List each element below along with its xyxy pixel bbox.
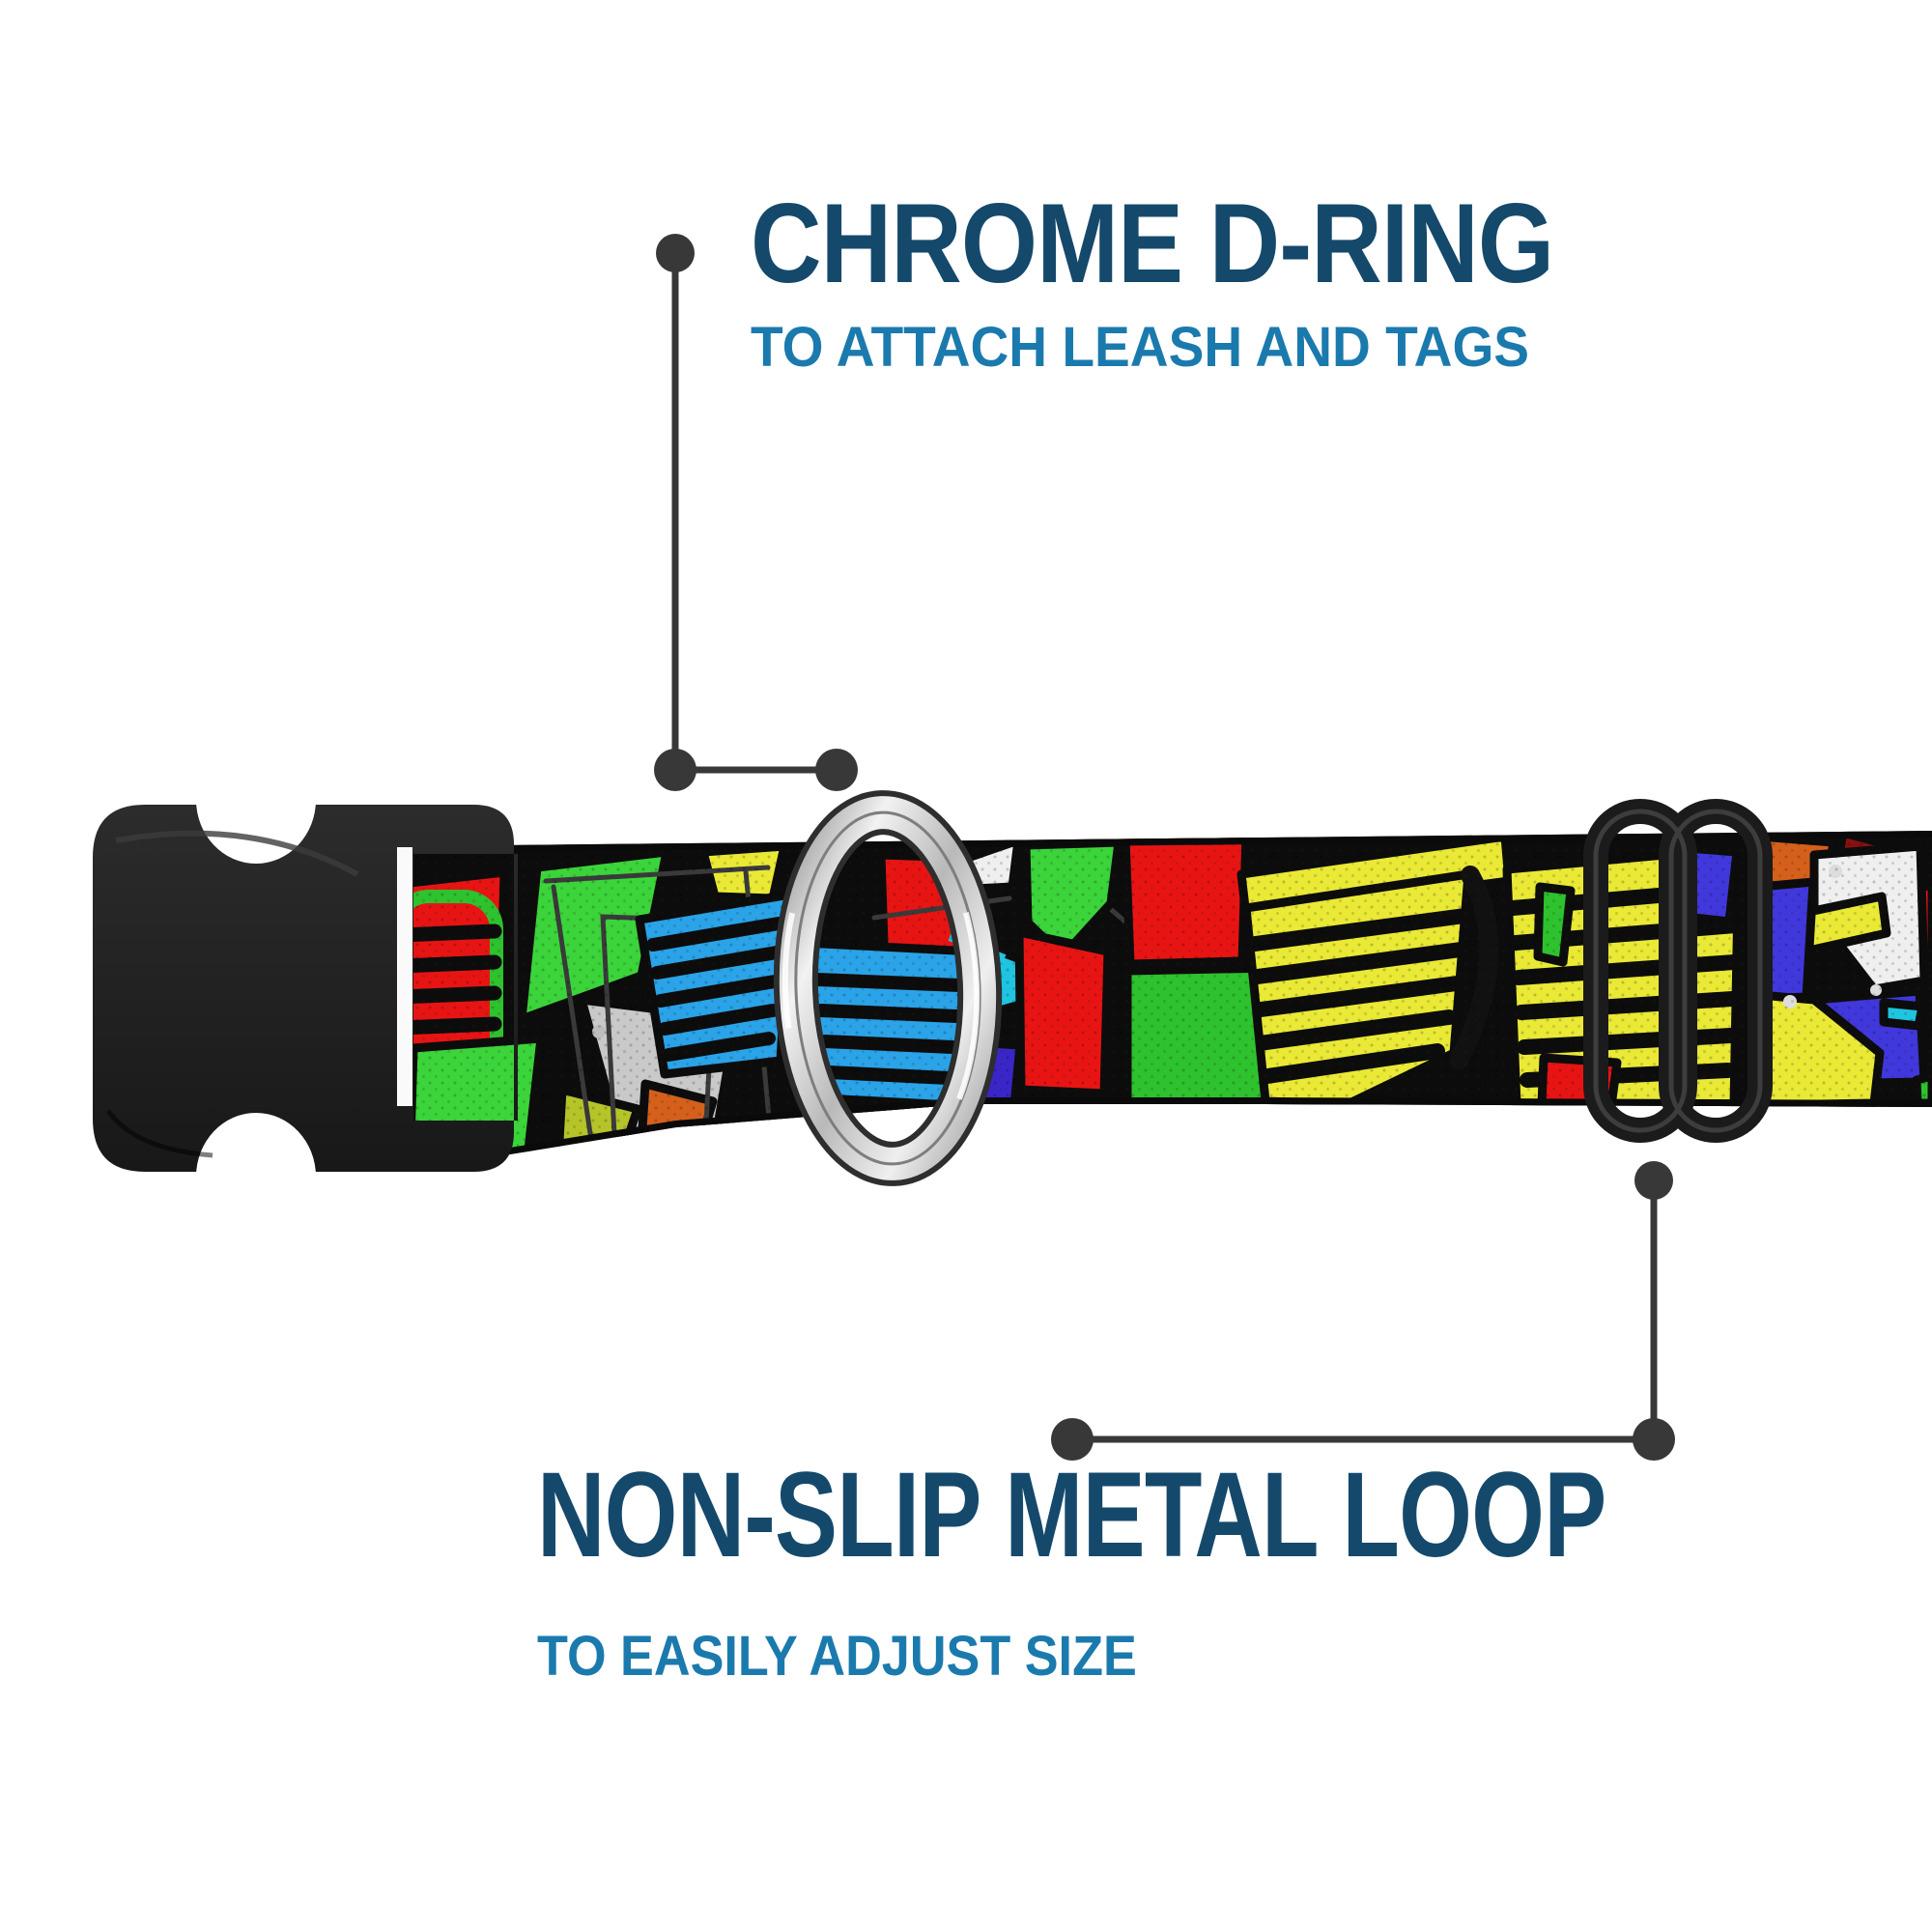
slider-loop — [1583, 799, 1773, 1143]
buckle-slot — [397, 847, 412, 1106]
bottom-callout-title: NON-SLIP METAL LOOP — [537, 1448, 1606, 1582]
bottom-callout: NON-SLIP METAL LOOP TO EASILY ADJUST SIZ… — [537, 1455, 1908, 1685]
callout-dot — [1634, 1161, 1673, 1200]
callout-dot — [654, 749, 696, 791]
d-ring — [773, 790, 1003, 1186]
top-callout-subtitle: TO ATTACH LEASH AND TAGS — [751, 316, 1530, 379]
bottom-callout-connector — [1051, 1161, 1675, 1461]
buckle — [93, 736, 518, 1240]
buckle-top-notch — [196, 736, 316, 864]
callout-dot — [656, 234, 695, 272]
top-callout-connector — [654, 234, 858, 791]
callout-dot — [815, 749, 858, 791]
top-callout-title: CHROME D-RING — [751, 180, 1554, 306]
bottom-callout-subtitle: TO EASILY ADJUST SIZE — [537, 1625, 1137, 1688]
top-callout: CHROME D-RING TO ATTACH LEASH AND TAGS — [751, 186, 1673, 376]
callout-dot — [1633, 1418, 1675, 1461]
buckle-bottom-notch — [196, 1113, 316, 1240]
callout-dot — [1051, 1418, 1094, 1461]
